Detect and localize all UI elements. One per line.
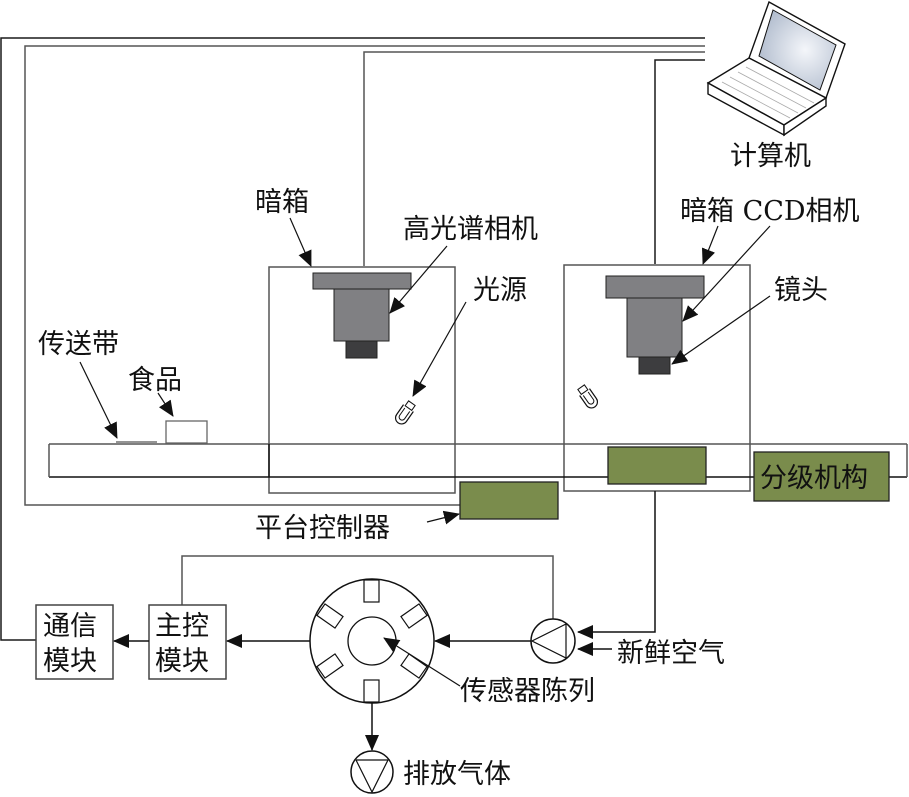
wire-main-to-pump bbox=[181, 555, 554, 621]
platform-controller-box bbox=[459, 481, 559, 520]
air-pump-icon bbox=[530, 618, 576, 664]
food-label: 食品 bbox=[128, 365, 182, 396]
fresh-air-label: 新鲜空气 bbox=[617, 638, 725, 669]
ccd-camera bbox=[605, 275, 705, 375]
platform-controller-label: 平台控制器 bbox=[255, 513, 390, 544]
exhaust-gas-label: 排放气体 bbox=[403, 759, 511, 790]
wire-computer-to-comm bbox=[0, 37, 705, 641]
dark-box-1-label: 暗箱 bbox=[255, 187, 309, 218]
hyperspectral-camera-label: 高光谱相机 bbox=[403, 214, 538, 245]
grading-mechanism-box bbox=[753, 451, 890, 502]
wire-computer-to-hsi bbox=[363, 51, 705, 266]
belt-drive-box bbox=[607, 446, 707, 485]
grading-mechanism-label: 分级机构 bbox=[760, 463, 868, 494]
dark-box-1 bbox=[268, 266, 456, 494]
computer-label: 计算机 bbox=[730, 141, 811, 172]
main-control-module bbox=[148, 604, 227, 680]
exhaust-pump-icon bbox=[350, 750, 394, 794]
laptop-icon bbox=[706, 0, 846, 137]
comm-module-label-1: 通信 bbox=[43, 611, 97, 642]
sensor-array-label: 传感器陈列 bbox=[460, 676, 595, 707]
comm-module bbox=[35, 604, 114, 680]
dark-box-ccd-label: 暗箱 CCD相机 bbox=[680, 196, 860, 227]
comm-module-label-2: 模块 bbox=[43, 646, 97, 677]
dark-box-2 bbox=[563, 264, 751, 492]
hyperspectral-camera bbox=[312, 272, 412, 359]
wire-computer-to-ccd bbox=[654, 59, 705, 264]
light-source-icon bbox=[394, 400, 416, 425]
conveyor-belt-label: 传送带 bbox=[38, 329, 119, 360]
wire-computer-to-platform bbox=[24, 45, 705, 506]
wires-top bbox=[0, 37, 705, 641]
sensor-array-chamber bbox=[309, 578, 435, 704]
lens-label: 镜头 bbox=[774, 275, 828, 306]
food-item bbox=[165, 420, 208, 444]
main-control-label-2: 模块 bbox=[155, 646, 209, 677]
light-source-label: 光源 bbox=[473, 275, 527, 306]
wire-ccd-to-pump bbox=[577, 491, 656, 639]
main-control-label-1: 主控 bbox=[155, 611, 209, 642]
light-source-icon-2 bbox=[577, 384, 599, 409]
